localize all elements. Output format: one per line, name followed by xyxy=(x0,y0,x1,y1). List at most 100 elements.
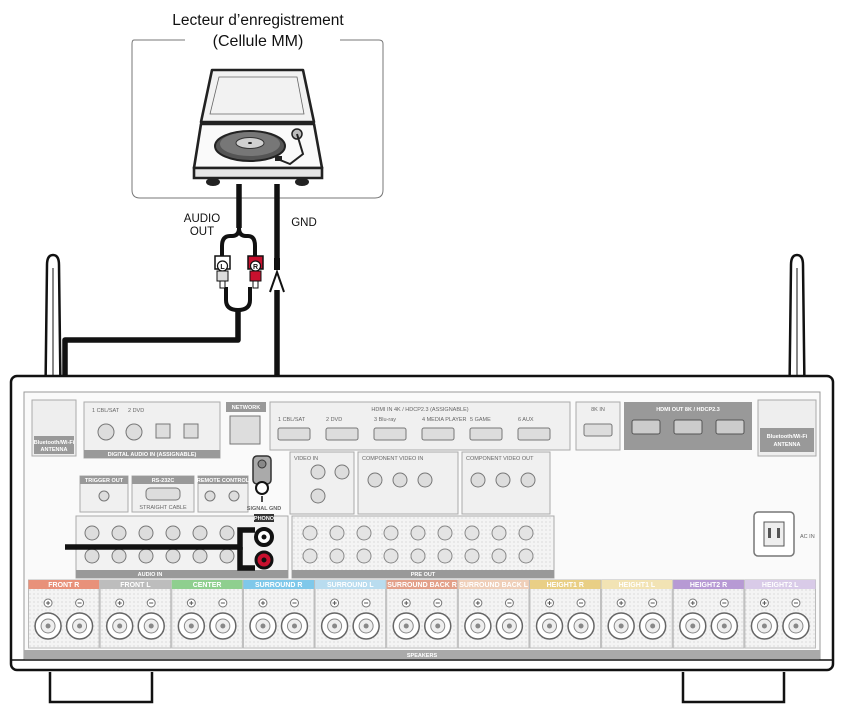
hdmi-input-port: 6 AUX xyxy=(517,417,551,441)
pre-out-jack xyxy=(518,525,534,541)
speaker-channel: HEIGHT1 L xyxy=(601,579,673,649)
source-frame xyxy=(131,39,384,199)
digital-label-1: 1 CBL/SAT xyxy=(92,408,120,414)
speaker-channel: FRONT R xyxy=(28,579,100,649)
speaker-channel-label: SURROUND R xyxy=(255,582,302,589)
speaker-channel: FRONT L xyxy=(99,579,172,649)
pre-out-jack xyxy=(518,548,534,564)
speaker-channel: HEIGHT2 R xyxy=(672,579,745,649)
speaker-channel-label: SURROUND BACK R xyxy=(387,582,457,589)
source-device: Lecteur d’enregistrement (Cellule MM) xyxy=(131,12,384,199)
pre-out-jack xyxy=(356,548,372,564)
network-label: NETWORK xyxy=(232,405,260,411)
hdmi-input-label: 5 GAME xyxy=(470,417,491,423)
receiver-foot-right xyxy=(681,672,786,704)
speaker-channel-label: HEIGHT1 L xyxy=(619,582,656,589)
receiver-foot-left xyxy=(48,672,154,704)
audio-input-jack xyxy=(192,548,208,564)
speaker-channel-label: FRONT L xyxy=(120,582,151,589)
pre-out-jack xyxy=(383,548,399,564)
speaker-terminals: FRONT R FRONT L CENTER SURROUND R SURROUND L… xyxy=(28,579,817,649)
audio-out-label-line2: OUT xyxy=(190,226,214,238)
digital-label-2: 2 DVD xyxy=(128,408,144,414)
antenna-right-label-line2: ANTENNA xyxy=(774,442,801,448)
gnd-spade-connector xyxy=(269,258,285,293)
audio-input-jack xyxy=(219,548,235,564)
trigger-out-label: TRIGGER OUT xyxy=(85,478,124,484)
audio-input-jacks xyxy=(84,525,235,564)
audio-input-jack xyxy=(165,548,181,564)
phono-label: PHONO xyxy=(254,516,275,522)
straight-cable-label: STRAIGHT CABLE xyxy=(139,505,187,511)
pre-out-jack xyxy=(302,548,318,564)
audio-input-jack xyxy=(165,525,181,541)
hdmi-input-port: 3 Blu-ray xyxy=(373,417,407,441)
pre-out-jack xyxy=(491,548,507,564)
speaker-channel-label: HEIGHT2 L xyxy=(762,582,799,589)
speaker-channel-label: CENTER xyxy=(193,582,222,589)
component-video-label: COMPONENT VIDEO IN xyxy=(362,456,423,462)
digital-audio-label: DIGITAL AUDIO IN (ASSIGNABLE) xyxy=(108,452,197,458)
speaker-channel-label: FRONT R xyxy=(48,582,79,589)
ac-in-label: AC IN xyxy=(800,534,815,540)
receiver-rear-panel: Bluetooth/Wi-Fi ANTENNA Bluetooth/Wi-Fi … xyxy=(9,374,835,704)
pre-out-jacks xyxy=(302,525,534,564)
speaker-channel: SURROUND R xyxy=(242,579,315,649)
hdmi-input-port: 1 CBL/SAT xyxy=(277,417,311,441)
rca-plug-left: L xyxy=(214,255,231,289)
signal-gnd-label: SIGNAL GND xyxy=(247,506,281,512)
pre-out-jack xyxy=(356,525,372,541)
hdmi-input-label: 6 AUX xyxy=(518,417,534,423)
hdmi-input-label: 2 DVD xyxy=(326,417,342,423)
audio-input-jack xyxy=(84,548,100,564)
phono-input: PHONO xyxy=(254,514,275,570)
audio-input-jack xyxy=(138,548,154,564)
gnd-label: GND xyxy=(291,217,317,229)
pre-out-jack xyxy=(302,525,318,541)
pre-out-jack xyxy=(464,548,480,564)
speaker-channel: SURROUND BACK L xyxy=(457,579,530,649)
rca-plug-right: R xyxy=(247,255,264,289)
hdmi-input-port: 2 DVD xyxy=(325,417,359,441)
turntable-icon xyxy=(192,68,324,186)
audio-input-jack xyxy=(219,525,235,541)
pre-out-jack xyxy=(410,525,426,541)
hdmi-input-port: 5 GAME xyxy=(469,417,503,441)
hdmi-input-port: 4 MEDIA PLAYER xyxy=(421,417,467,441)
audio-input-jack xyxy=(111,548,127,564)
pre-out-label: PRE OUT xyxy=(411,572,436,578)
speaker-channel: CENTER xyxy=(171,579,243,649)
rca-left-label: L xyxy=(220,264,225,271)
audio-input-jack xyxy=(192,525,208,541)
speaker-channel: HEIGHT1 R xyxy=(529,579,602,649)
speaker-channel-label: HEIGHT2 R xyxy=(690,582,727,589)
hdmi-input-label: 4 MEDIA PLAYER xyxy=(422,417,467,423)
hdmi-input-label: 3 Blu-ray xyxy=(374,417,396,423)
pre-out-jack xyxy=(329,525,345,541)
hdmi-8k-label: 8K IN xyxy=(591,407,605,413)
audio-input-jack xyxy=(138,525,154,541)
audio-input-jack xyxy=(111,525,127,541)
audio-input-jack xyxy=(84,525,100,541)
pre-out-jack xyxy=(437,525,453,541)
audio-in-label: AUDIO IN xyxy=(138,572,163,578)
pre-out-jack xyxy=(464,525,480,541)
hdmi-in-header: HDMI IN 4K / HDCP2.3 (ASSIGNABLE) xyxy=(371,407,468,413)
pre-out-jack xyxy=(383,525,399,541)
speaker-channel: SURROUND L xyxy=(314,579,387,649)
source-title-line1: Lecteur d’enregistrement xyxy=(172,12,344,29)
video-in-label: VIDEO IN xyxy=(294,456,318,462)
pre-out-jack xyxy=(491,525,507,541)
signal-gnd-terminal: SIGNAL GND xyxy=(247,455,281,512)
speaker-channel-label: SURROUND L xyxy=(327,582,374,589)
hdmi-out-header: HDMI OUT 8K / HDCP2.3 xyxy=(656,407,720,413)
remote-control-label: REMOTE CONTROL xyxy=(197,478,250,484)
audio-out-label-line1: AUDIO xyxy=(184,213,220,225)
speakers-label: SPEAKERS xyxy=(407,653,438,659)
rca-right-label: R xyxy=(253,264,258,271)
antenna-left-label-line2: ANTENNA xyxy=(41,447,68,453)
pre-out-jack xyxy=(410,548,426,564)
pre-out-jack xyxy=(329,548,345,564)
hdmi-input-label: 1 CBL/SAT xyxy=(278,417,306,423)
